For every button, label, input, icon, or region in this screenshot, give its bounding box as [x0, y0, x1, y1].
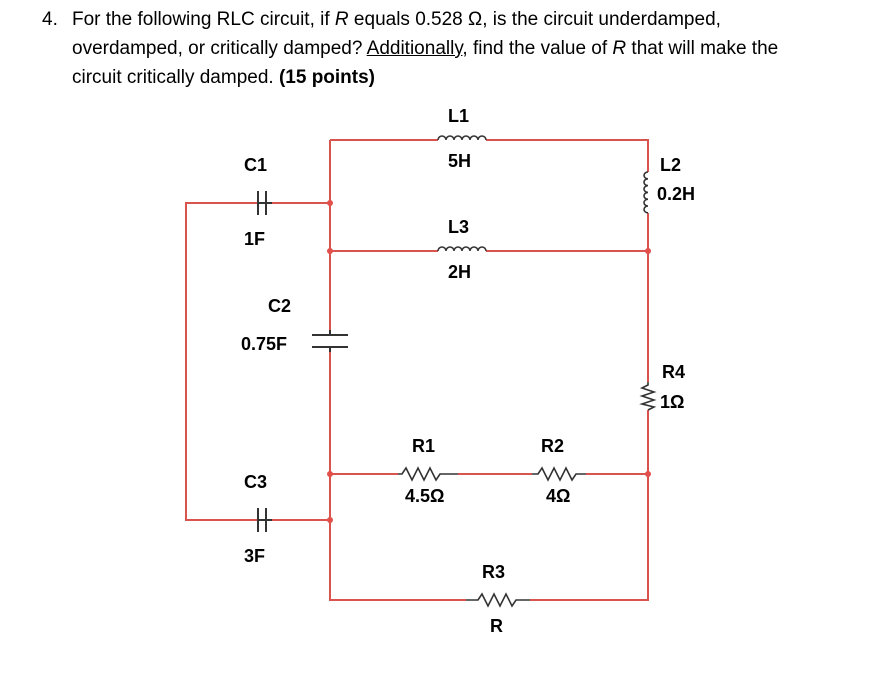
- c3-name-label: C3: [244, 472, 267, 492]
- wire-top-right: [486, 139, 649, 172]
- circuit-wires: [185, 139, 649, 601]
- inductor-l3-symbol: [437, 246, 487, 252]
- node-dot: [645, 471, 651, 477]
- resistor-r4-symbol: [639, 382, 657, 411]
- capacitor-c2-symbol: [312, 330, 348, 352]
- node-dot: [327, 248, 333, 254]
- c2-name-label: C2: [268, 296, 291, 316]
- l1-name-label: L1: [448, 106, 469, 126]
- resistor-r2-symbol: [532, 466, 586, 482]
- resistor-r3-symbol: [466, 592, 530, 608]
- node-dot: [327, 200, 333, 206]
- r2-name-label: R2: [541, 436, 564, 456]
- r4-name-label: R4: [662, 362, 685, 382]
- question-line-3: circuit critically damped. (15 points): [72, 67, 376, 88]
- circuit-nodes: [327, 200, 651, 523]
- c1-name-label: C1: [244, 155, 267, 175]
- question-text: 4. For the following RLC circuit, if R e…: [0, 0, 896, 100]
- c3-value-label: 3F: [244, 546, 265, 566]
- inductor-l2-symbol: [643, 171, 649, 214]
- wire-left-vertical-lower: [329, 352, 466, 601]
- l3-value-label: 2H: [448, 262, 471, 282]
- wire-c1-left: [185, 202, 258, 521]
- l2-value-label: 0.2H: [657, 184, 695, 204]
- question-line-1: For the following RLC circuit, if R equa…: [72, 9, 721, 30]
- c2-value-label: 0.75F: [241, 334, 287, 354]
- r1-name-label: R1: [412, 436, 435, 456]
- question-line-2: overdamped, or critically damped? Additi…: [72, 38, 779, 59]
- l1-value-label: 5H: [448, 151, 471, 171]
- question-number: 4.: [42, 9, 58, 30]
- r2-value-label: 4Ω: [546, 486, 570, 506]
- r4-value-label: 1Ω: [660, 392, 684, 412]
- capacitor-c3-symbol: [257, 508, 272, 532]
- r1-value-label: 4.5Ω: [405, 486, 444, 506]
- resistor-r1-symbol: [398, 466, 458, 482]
- l2-name-label: L2: [660, 155, 681, 175]
- c1-value-label: 1F: [244, 229, 265, 249]
- node-dot: [327, 517, 333, 523]
- capacitor-c1-symbol: [257, 191, 272, 215]
- inductor-l1-symbol: [437, 135, 487, 141]
- node-dot: [327, 471, 333, 477]
- node-dot: [645, 248, 651, 254]
- l3-name-label: L3: [448, 217, 469, 237]
- r3-name-label: R3: [482, 562, 505, 582]
- r3-value-label: R: [490, 616, 503, 636]
